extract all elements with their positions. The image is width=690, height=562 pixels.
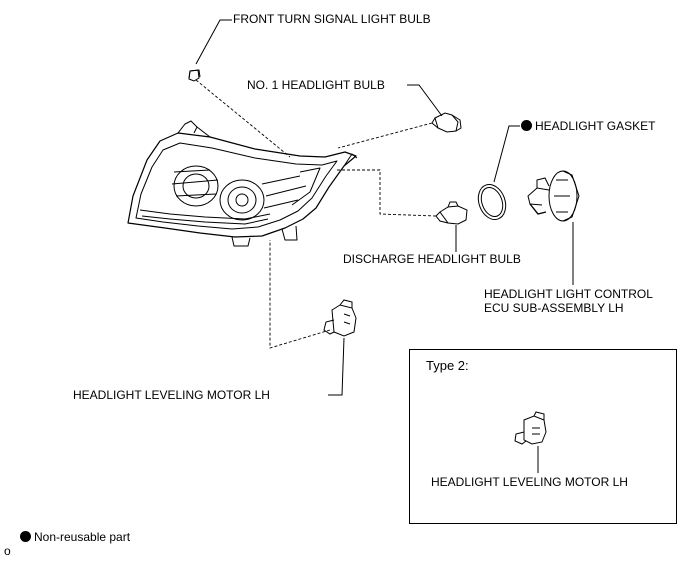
discharge-headlight-bulb-part <box>435 201 468 225</box>
type2-leveling-motor-label: HEADLIGHT LEVELING MOTOR LH <box>431 475 628 489</box>
legend: Non-reusable part <box>20 530 130 545</box>
non-reusable-dot-icon <box>20 531 31 542</box>
ecu-label-line2: ECU SUB-ASSEMBLY LH <box>484 301 624 315</box>
headlight-gasket-label: HEADLIGHT GASKET <box>521 119 655 134</box>
ecu-sub-assembly-part <box>527 170 580 222</box>
type2-leveling-motor-part <box>514 411 547 473</box>
leveling-motor-part <box>323 299 357 337</box>
footer-mark: o <box>4 544 11 558</box>
no1-headlight-bulb-part <box>431 112 462 133</box>
headlight-gasket-text: HEADLIGHT GASKET <box>535 119 656 133</box>
type2-title: Type 2: <box>426 358 469 373</box>
legend-non-reusable-text: Non-reusable part <box>34 530 131 544</box>
assembly-lines <box>195 79 437 349</box>
front-turn-signal-bulb-label: FRONT TURN SIGNAL LIGHT BULB <box>233 12 431 26</box>
ecu-label-line1: HEADLIGHT LIGHT CONTROL <box>484 287 653 301</box>
discharge-headlight-bulb-label: DISCHARGE HEADLIGHT BULB <box>343 252 521 266</box>
headlight-gasket-part <box>477 184 507 220</box>
no1-headlight-bulb-label: NO. 1 HEADLIGHT BULB <box>247 78 385 92</box>
type2-panel <box>409 349 677 524</box>
non-reusable-dot-icon <box>521 120 532 131</box>
headlight-assembly <box>127 120 358 247</box>
front-turn-signal-bulb-part <box>188 69 201 82</box>
leveling-motor-label: HEADLIGHT LEVELING MOTOR LH <box>73 388 270 402</box>
leader-lines <box>195 19 574 396</box>
